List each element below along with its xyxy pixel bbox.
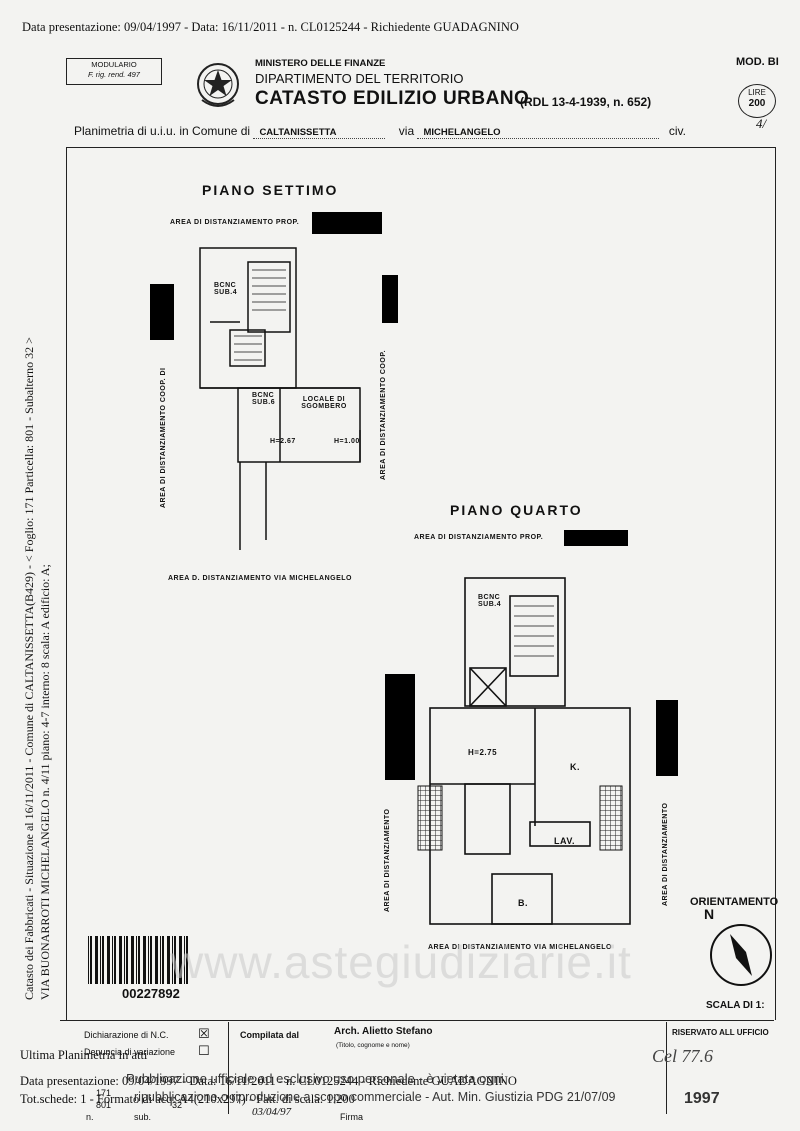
ps-bcnc6: BCNC SUB.6: [252, 392, 276, 406]
republic-emblem-icon: [197, 63, 239, 107]
modulario-box: MODULARIO F. rig. rend. 497: [66, 58, 162, 85]
office-stamp: Cel 77.6: [652, 1046, 713, 1066]
ps-bottom-label: AREA D. DISTANZIAMENTO VIA MICHELANGELO: [168, 575, 352, 582]
dichiarazione-label: Dichiarazione di N.C.: [84, 1030, 169, 1040]
comune-value: CALTANISSETTA: [253, 127, 386, 139]
redaction: [385, 674, 415, 780]
redaction: [150, 284, 174, 340]
redaction: [656, 700, 678, 776]
bottom-schede-line: Tot.schede: 1 - Formato di acq: A4(210x2…: [20, 1092, 355, 1106]
footer-divider: [228, 1022, 229, 1114]
foglio-171: 171: [96, 1088, 112, 1098]
checkbox-empty: ☐: [198, 1043, 210, 1058]
redaction: [312, 212, 382, 234]
ps-bcnc4: BCNC SUB.4: [214, 282, 238, 296]
barcode-icon: [88, 936, 188, 984]
pq-right-label: AREA DI DISTANZIAMENTO: [662, 802, 669, 906]
ps-h1: H=2.67: [270, 438, 296, 445]
watermark-notice-2: ripubblicazione o riproduzione a scopo c…: [134, 1090, 616, 1104]
ps-right-label: AREA DI DISTANZIAMENTO COOP.: [380, 349, 387, 480]
modulario-line1: MODULARIO: [91, 60, 137, 69]
riservato-label: RISERVATO ALL UFFICIO: [672, 1028, 769, 1037]
lire-label: LIRE: [748, 88, 766, 97]
firma-label: Firma: [340, 1112, 363, 1122]
office-stamp-year: 1997: [684, 1090, 720, 1107]
footer-table: [60, 1020, 774, 1117]
top-line: Data presentazione: 09/04/1997 - Data: 1…: [22, 20, 519, 34]
pq-bcnc4: BCNC SUB.4: [478, 594, 502, 608]
planimetria-line: Planimetria di u.i.u. in Comune di CALTA…: [74, 124, 686, 139]
ps-h2: H=1.00: [334, 438, 360, 445]
ps-top-label: AREA DI DISTANZIAMENTO PROP.: [170, 219, 300, 226]
rdl-reference: (RDL 13-4-1939, n. 652): [520, 95, 652, 109]
orientamento-label: ORIENTAMENTO: [690, 896, 779, 908]
modulario-line2: F. rig. rend. 497: [88, 70, 140, 79]
pq-top-label: AREA DI DISTANZIAMENTO PROP.: [414, 534, 544, 541]
via-value: MICHELANGELO: [417, 127, 660, 139]
department-name: DIPARTIMENTO DEL TERRITORIO: [255, 71, 464, 86]
civ-label: civ.: [668, 124, 686, 138]
ultima-planimetria: Ultima Planimetria in atti: [20, 1048, 148, 1062]
variazione-label: Denuncia di variazione: [84, 1047, 176, 1057]
redaction: [564, 530, 628, 546]
pq-b: B.: [518, 898, 528, 908]
sheet-number: 4/: [756, 116, 767, 131]
side-cadastral-text: Catasto dei Fabbricati - Situazione al 1…: [22, 280, 53, 1000]
compilata-label: Compilata dal: [240, 1030, 300, 1040]
ps-left-label: AREA DI DISTANZIAMENTO COOP. DI: [160, 367, 167, 508]
compilation-date: 03/04/97: [252, 1106, 292, 1118]
via-label: via: [398, 124, 415, 138]
catasto-title: CATASTO EDILIZIO URBANO: [255, 88, 530, 109]
titolo-note: (Titolo, cognome e nome): [336, 1042, 410, 1049]
north-label: N: [704, 906, 715, 922]
watermark: www.astegiudiziarie.it: [170, 936, 632, 988]
piano-quarto-floorplan: [417, 577, 631, 925]
side-line2: VIA BUONARROTI MICHELANGELO n. 4/11 pian…: [37, 564, 52, 1000]
pq-lav: LAV.: [554, 836, 576, 846]
ministry-name: MINISTERO DELLE FINANZE: [255, 58, 386, 69]
ps-locale: LOCALE DI SGOMBERO: [301, 396, 347, 410]
drawing-frame: [66, 147, 776, 1020]
compass-icon: [710, 924, 772, 986]
lire-stamp: LIRE 200: [738, 84, 776, 118]
piano-settimo-floorplan: [199, 247, 361, 550]
piano-settimo-title: PIANO SETTIMO: [202, 182, 339, 198]
watermark-notice-1: Pubblicazione ufficiale ad esclusivo uso…: [126, 1071, 504, 1086]
bottom-presentation-line: Data presentazione: 09/04/1997 - Data: 1…: [20, 1074, 517, 1088]
checkbox-checked: ☒: [198, 1026, 210, 1041]
plan-prefix: Planimetria di u.i.u. in Comune di: [74, 124, 251, 138]
architect-name: Arch. Alietto Stefano: [334, 1026, 433, 1037]
sub-32: 32: [172, 1100, 183, 1110]
n-label: n.: [86, 1112, 94, 1122]
particella-801: 801: [96, 1100, 112, 1110]
pq-bottom-label: AREA DI DISTANZIAMENTO VIA MICHELANGELO: [428, 944, 612, 951]
scala-label: SCALA DI 1:: [706, 1000, 765, 1011]
pq-k: K.: [570, 762, 580, 772]
pq-h: H=2.75: [468, 748, 498, 757]
piano-quarto-title: PIANO QUARTO: [450, 502, 583, 518]
barcode-number: 00227892: [122, 986, 180, 1001]
pq-left-label: AREA DI DISTANZIAMENTO: [384, 808, 391, 912]
side-line1: Catasto dei Fabbricati - Situazione al 1…: [22, 337, 36, 1000]
sub-label: sub.: [134, 1112, 152, 1122]
redaction: [382, 275, 398, 323]
mod-label: MOD. BI: [736, 56, 779, 68]
lire-value: 200: [748, 98, 766, 109]
footer-divider: [666, 1022, 667, 1114]
